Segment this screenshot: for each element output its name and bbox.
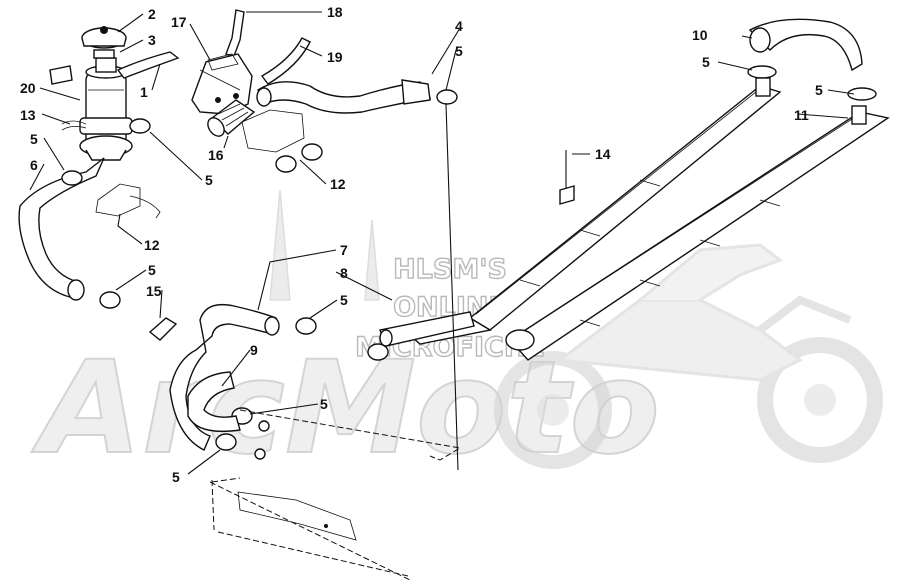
callout-13: 13: [20, 107, 36, 123]
hose-clamp-wire: [61, 120, 87, 131]
callout-5: 5: [455, 43, 463, 59]
callout-18: 18: [327, 4, 343, 20]
clamp-15: [148, 317, 178, 341]
coolant-bottle: [79, 57, 133, 161]
callout-14: 14: [595, 146, 611, 162]
hose-9: [187, 371, 241, 433]
callout-16: 16: [208, 147, 224, 163]
callout-5: 5: [172, 469, 180, 485]
callout-3: 3: [148, 32, 156, 48]
mounting-bracket: [95, 183, 141, 217]
decal-label: [49, 65, 73, 85]
hose-end: [379, 329, 393, 347]
engine-bracket: [241, 109, 305, 153]
callout-1: 1: [140, 84, 148, 100]
watermark-spire-icon: [364, 219, 380, 301]
callout-5: 5: [148, 262, 156, 278]
upper-hose-4-end: [401, 79, 431, 105]
heat-exchanger-lower: [505, 109, 890, 361]
callout-2: 2: [148, 6, 156, 22]
callout-15: 15: [146, 283, 162, 299]
callout-4: 4: [455, 18, 463, 34]
watermark-motorcycle-icon: [494, 243, 883, 469]
bracket-wire: [129, 195, 161, 219]
clamp-12: [275, 143, 323, 173]
callout-5: 5: [340, 292, 348, 308]
tunnel-panel: [209, 409, 462, 581]
callout-17: 17: [171, 14, 187, 30]
fitting: [254, 448, 266, 460]
heat-exchanger-fittings: [755, 77, 867, 125]
callout-11: 11: [794, 107, 809, 123]
callout-12: 12: [330, 176, 346, 192]
callout-labels: 2 3 1 17 18 19 4 5 20 13 5 6 16 5 12 12 …: [20, 4, 823, 485]
hose-clamps-5: [61, 65, 877, 451]
callout-5: 5: [320, 396, 328, 412]
watermark-spire-icon: [269, 189, 291, 301]
radiator-cap: [81, 26, 127, 59]
fitting: [258, 420, 270, 432]
callout-5: 5: [702, 54, 710, 70]
callout-12: 12: [144, 237, 160, 253]
callout-20: 20: [20, 80, 36, 96]
corrugated-hose-16: [207, 99, 256, 137]
callout-8: 8: [340, 265, 348, 281]
callout-5: 5: [205, 172, 213, 188]
hose-small-1: [116, 51, 180, 79]
hose-small-19: [260, 37, 311, 85]
callout-7: 7: [340, 242, 348, 258]
thermostat-housing: [191, 53, 253, 115]
rivet-14: [559, 185, 575, 205]
callout-5: 5: [815, 82, 823, 98]
hose-end: [256, 87, 272, 107]
watermark-line1: HLSM'S: [393, 254, 507, 285]
callout-6: 6: [30, 157, 38, 173]
callout-9: 9: [250, 342, 258, 358]
hose-end: [67, 279, 85, 301]
hose-small-18: [225, 9, 245, 57]
callout-19: 19: [327, 49, 343, 65]
hose-end: [264, 316, 280, 336]
callout-5: 5: [30, 131, 38, 147]
callout-10: 10: [692, 27, 708, 43]
hose-end: [749, 27, 771, 53]
hose-10: [748, 18, 863, 72]
leader-lines: [29, 11, 855, 475]
